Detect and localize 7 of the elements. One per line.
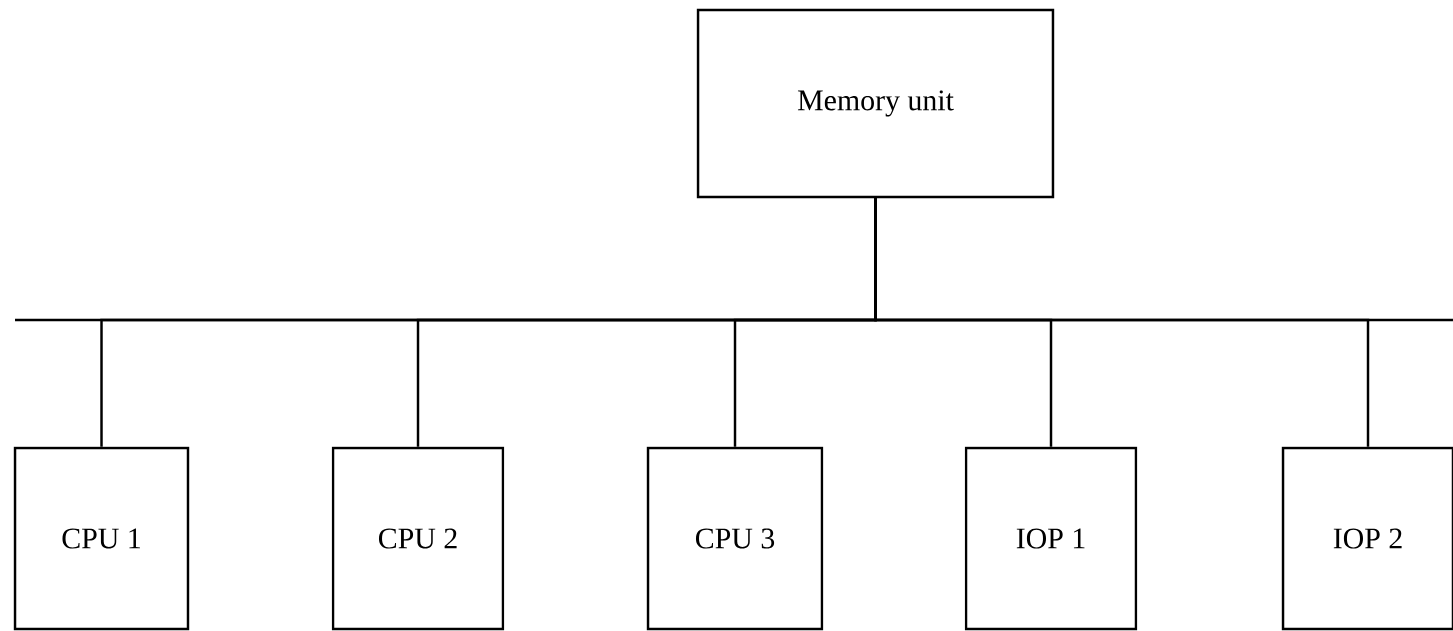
processor-box: CPU 3	[646, 446, 824, 631]
connector-line	[874, 198, 1370, 447]
memory-box: Memory unit	[696, 8, 1055, 199]
processor-box: IOP 2	[1281, 446, 1453, 631]
processor-box: CPU 1	[13, 446, 190, 631]
processor-box: IOP 1	[964, 446, 1138, 631]
processor-box: CPU 2	[331, 446, 505, 631]
